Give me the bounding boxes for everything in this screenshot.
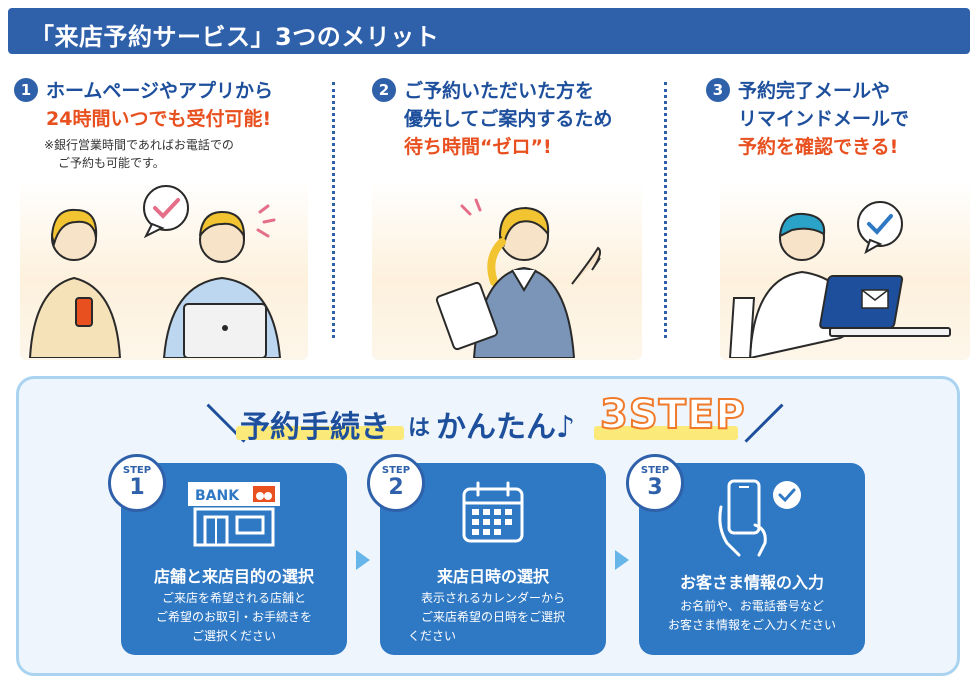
step-badge-label: STEP [381,465,411,476]
heading-particle: は [408,416,431,441]
step-arrow-icon [615,550,629,570]
smartphone-check-icon [718,479,801,557]
merit-highlight-text: 予約を確認できる! [738,136,899,158]
heading-rest: かんたん♪ [436,410,576,445]
merit-text-line: 予約完了メールや [738,80,891,102]
step-card-1: BANK 店舗と来店目的の選択 ご来店を希望される店舗と ご希望のお取引・お手続… [121,463,347,655]
people-booking-illustration [28,185,282,358]
calendar-icon [462,481,524,543]
step-badge-label: STEP [122,465,152,476]
heading-slash-right: ／ [744,402,784,448]
step-desc-line: ご希望のお取引・お手続きを [155,610,312,624]
bank-sign-text: BANK [195,488,240,504]
step-badge-number: 3 [647,475,663,500]
step-badge-3: STEP 3 [626,454,684,512]
merit-text-line: リマインドメールで [738,108,910,130]
heading-highlight [236,426,404,440]
merit-note: ご予約も可能です。 [58,156,165,170]
step-badge-number: 2 [388,475,404,500]
step-title: 来店日時の選択 [436,567,549,586]
step-badge-2: STEP 2 [367,454,425,512]
step-desc-line: ご選択ください [191,629,276,643]
merit-highlight-text: 24時間いつでも受付可能! [46,108,272,130]
step-desc-line: お名前や、お電話番号など [680,599,824,613]
merit-3: 3 予約完了メールや リマインドメールで 予約を確認できる! [706,72,974,362]
header-bar: 「来店予約サービス」3つのメリット [8,8,970,54]
merit-divider [664,82,667,338]
step-desc-line: お客さま情報をご入力ください [667,618,836,632]
email-confirm-illustration [728,201,951,358]
step-badge-label: STEP [640,465,670,476]
step-badge-number: 1 [129,475,145,500]
step-desc-line: ご来店希望の日時をご選択 [420,610,565,624]
heading-slash-left: ＼ [206,402,246,448]
step-badge-1: STEP 1 [108,454,166,512]
heading-step-count: 3STEP [599,391,746,439]
merit-text-line: 優先してご案内するため [404,108,613,130]
merit-highlight-text: 待ち時間“ゼロ”! [404,136,552,158]
staff-guide-illustration [435,198,601,358]
step-arrow-icon [356,550,370,570]
merit-number-badge: 1 [14,78,38,102]
heading-highlight [594,426,738,440]
merit-number-badge: 2 [372,78,396,102]
heading-main: 予約手続き [240,410,390,445]
step-desc-line: 表示されるカレンダーから [420,591,565,605]
bank-icon: BANK [188,482,280,547]
page-title: 「来店予約サービス」3つのメリット [30,23,440,51]
merit-divider [332,82,335,338]
step-desc-line: ご来店を希望される店舗と [161,591,306,605]
step-title: 店舗と来店目的の選択 [153,567,314,586]
merit-text-line: ホームページやアプリから [46,80,274,102]
steps-heading: ＼ 予約手続き は かんたん♪ 3STEP ／ [0,391,978,452]
merit-note: ※銀行営業時間であればお電話での [44,138,234,152]
step-desc-line: ください [408,629,457,643]
merit-1: 1 ホームページやアプリから 24時間いつでも受付可能! ※銀行営業時間であれば… [14,72,324,362]
merit-text-line: ご予約いただいた方を [404,80,595,102]
merit-2: 2 ご予約いただいた方を 優先してご案内するため 待ち時間“ゼロ”! [372,72,656,362]
step-title: お客さま情報の入力 [679,573,824,592]
merit-number-badge: 3 [706,78,730,102]
